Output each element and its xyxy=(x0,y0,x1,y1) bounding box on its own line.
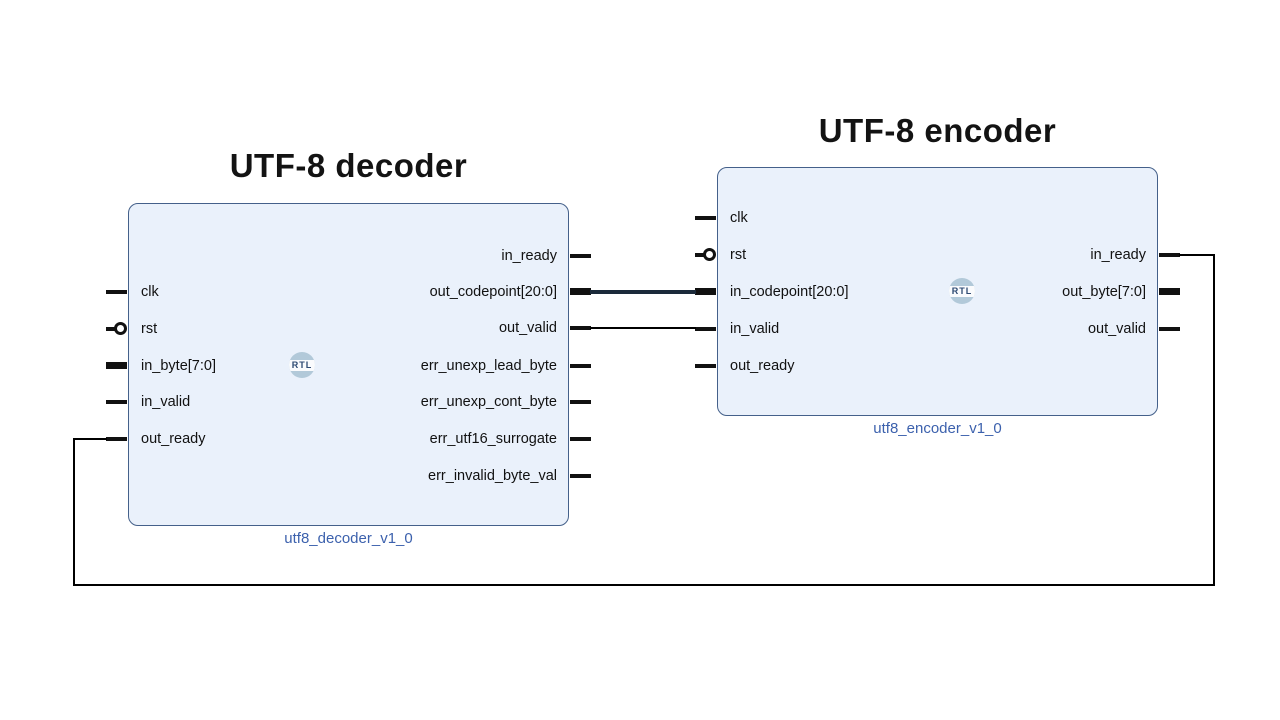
encoder-port-label-rst[interactable]: rst xyxy=(730,247,747,263)
encoder-port-label-out-valid[interactable]: out_valid xyxy=(1087,321,1146,337)
encoder-block-title: UTF-8 encoder xyxy=(818,112,1057,149)
decoder-port-label-rst[interactable]: rst xyxy=(141,321,158,337)
decoder-port-label-out-valid[interactable]: out_valid xyxy=(498,320,557,336)
decoder-port-label-err-unexp-lead-byte[interactable]: err_unexp_lead_byte xyxy=(420,358,557,374)
encoder-port-stub-out-ready[interactable] xyxy=(695,364,716,368)
decoder-port-label-in-ready[interactable]: in_ready xyxy=(501,248,557,264)
encoder-port-label-in-valid[interactable]: in_valid xyxy=(730,321,780,337)
encoder-rst-active-low-bubble-icon xyxy=(703,248,716,261)
wire-in-ready-feedback-seg-left-vertical[interactable] xyxy=(73,438,75,586)
encoder-port-stub-in-ready[interactable] xyxy=(1159,253,1180,257)
decoder-rtl-badge-text: RTL xyxy=(289,360,315,371)
decoder-port-label-out-codepoint[interactable]: out_codepoint[20:0] xyxy=(429,284,557,300)
decoder-rtl-badge-icon: RTL xyxy=(289,352,315,378)
decoder-instance-label: utf8_decoder_v1_0 xyxy=(284,530,413,547)
encoder-port-stub-clk[interactable] xyxy=(695,216,716,220)
encoder-port-stub-in-valid[interactable] xyxy=(695,327,716,331)
decoder-port-label-out-ready[interactable]: out_ready xyxy=(141,431,206,447)
decoder-port-stub-rst[interactable] xyxy=(106,327,115,331)
decoder-port-label-clk[interactable]: clk xyxy=(141,284,159,300)
encoder-port-stub-out-valid[interactable] xyxy=(1159,327,1180,331)
wire-in-ready-feedback-seg-right-vertical[interactable] xyxy=(1213,254,1215,585)
decoder-rst-active-low-bubble-icon xyxy=(114,322,127,335)
decoder-port-label-in-valid[interactable]: in_valid xyxy=(141,394,191,410)
decoder-port-stub-clk[interactable] xyxy=(106,290,127,294)
encoder-port-stub-in-codepoint[interactable] xyxy=(695,288,716,295)
decoder-port-stub-in-byte[interactable] xyxy=(106,362,127,369)
decoder-block[interactable]: clk rst in_byte[7:0] in_valid out_ready … xyxy=(106,203,591,526)
decoder-port-stub-out-valid[interactable] xyxy=(570,326,591,330)
decoder-port-stub-out-codepoint[interactable] xyxy=(570,288,591,295)
decoder-port-label-err-utf16-surrogate[interactable]: err_utf16_surrogate xyxy=(429,431,557,447)
decoder-port-stub-out-ready[interactable] xyxy=(106,437,127,441)
encoder-port-stub-out-byte[interactable] xyxy=(1159,288,1180,295)
decoder-port-label-in-byte[interactable]: in_byte[7:0] xyxy=(141,358,216,374)
wire-out-valid-to-in-valid[interactable] xyxy=(590,327,696,329)
encoder-port-label-in-codepoint[interactable]: in_codepoint[20:0] xyxy=(730,284,849,300)
encoder-port-stub-rst[interactable] xyxy=(695,253,704,257)
decoder-port-stub-err-unexp-lead-byte[interactable] xyxy=(570,364,591,368)
encoder-port-label-out-ready[interactable]: out_ready xyxy=(730,358,795,374)
decoder-port-stub-in-ready[interactable] xyxy=(570,254,591,258)
decoder-port-stub-in-valid[interactable] xyxy=(106,400,127,404)
decoder-port-label-err-invalid-byte-val[interactable]: err_invalid_byte_val xyxy=(428,468,557,484)
decoder-port-stub-err-utf16-surrogate[interactable] xyxy=(570,437,591,441)
encoder-port-label-clk[interactable]: clk xyxy=(730,210,748,226)
decoder-port-stub-err-unexp-cont-byte[interactable] xyxy=(570,400,591,404)
encoder-port-label-out-byte[interactable]: out_byte[7:0] xyxy=(1062,284,1146,300)
decoder-block-title: UTF-8 decoder xyxy=(229,147,468,184)
encoder-port-label-in-ready[interactable]: in_ready xyxy=(1090,247,1146,263)
encoder-rtl-badge-icon: RTL xyxy=(949,278,975,304)
wire-out-codepoint-to-in-codepoint[interactable] xyxy=(590,290,696,294)
encoder-block[interactable]: clk rst in_codepoint[20:0] in_valid out_… xyxy=(695,167,1180,416)
wire-in-ready-feedback-seg-top-right[interactable] xyxy=(1179,254,1214,256)
wire-in-ready-feedback-seg-bottom[interactable] xyxy=(73,584,1215,586)
encoder-rtl-badge-text: RTL xyxy=(949,286,975,297)
wire-in-ready-feedback-seg-to-out-ready[interactable] xyxy=(73,438,107,440)
decoder-port-label-err-unexp-cont-byte[interactable]: err_unexp_cont_byte xyxy=(420,394,557,410)
encoder-instance-label: utf8_encoder_v1_0 xyxy=(873,420,1002,437)
decoder-port-stub-err-invalid-byte-val[interactable] xyxy=(570,474,591,478)
